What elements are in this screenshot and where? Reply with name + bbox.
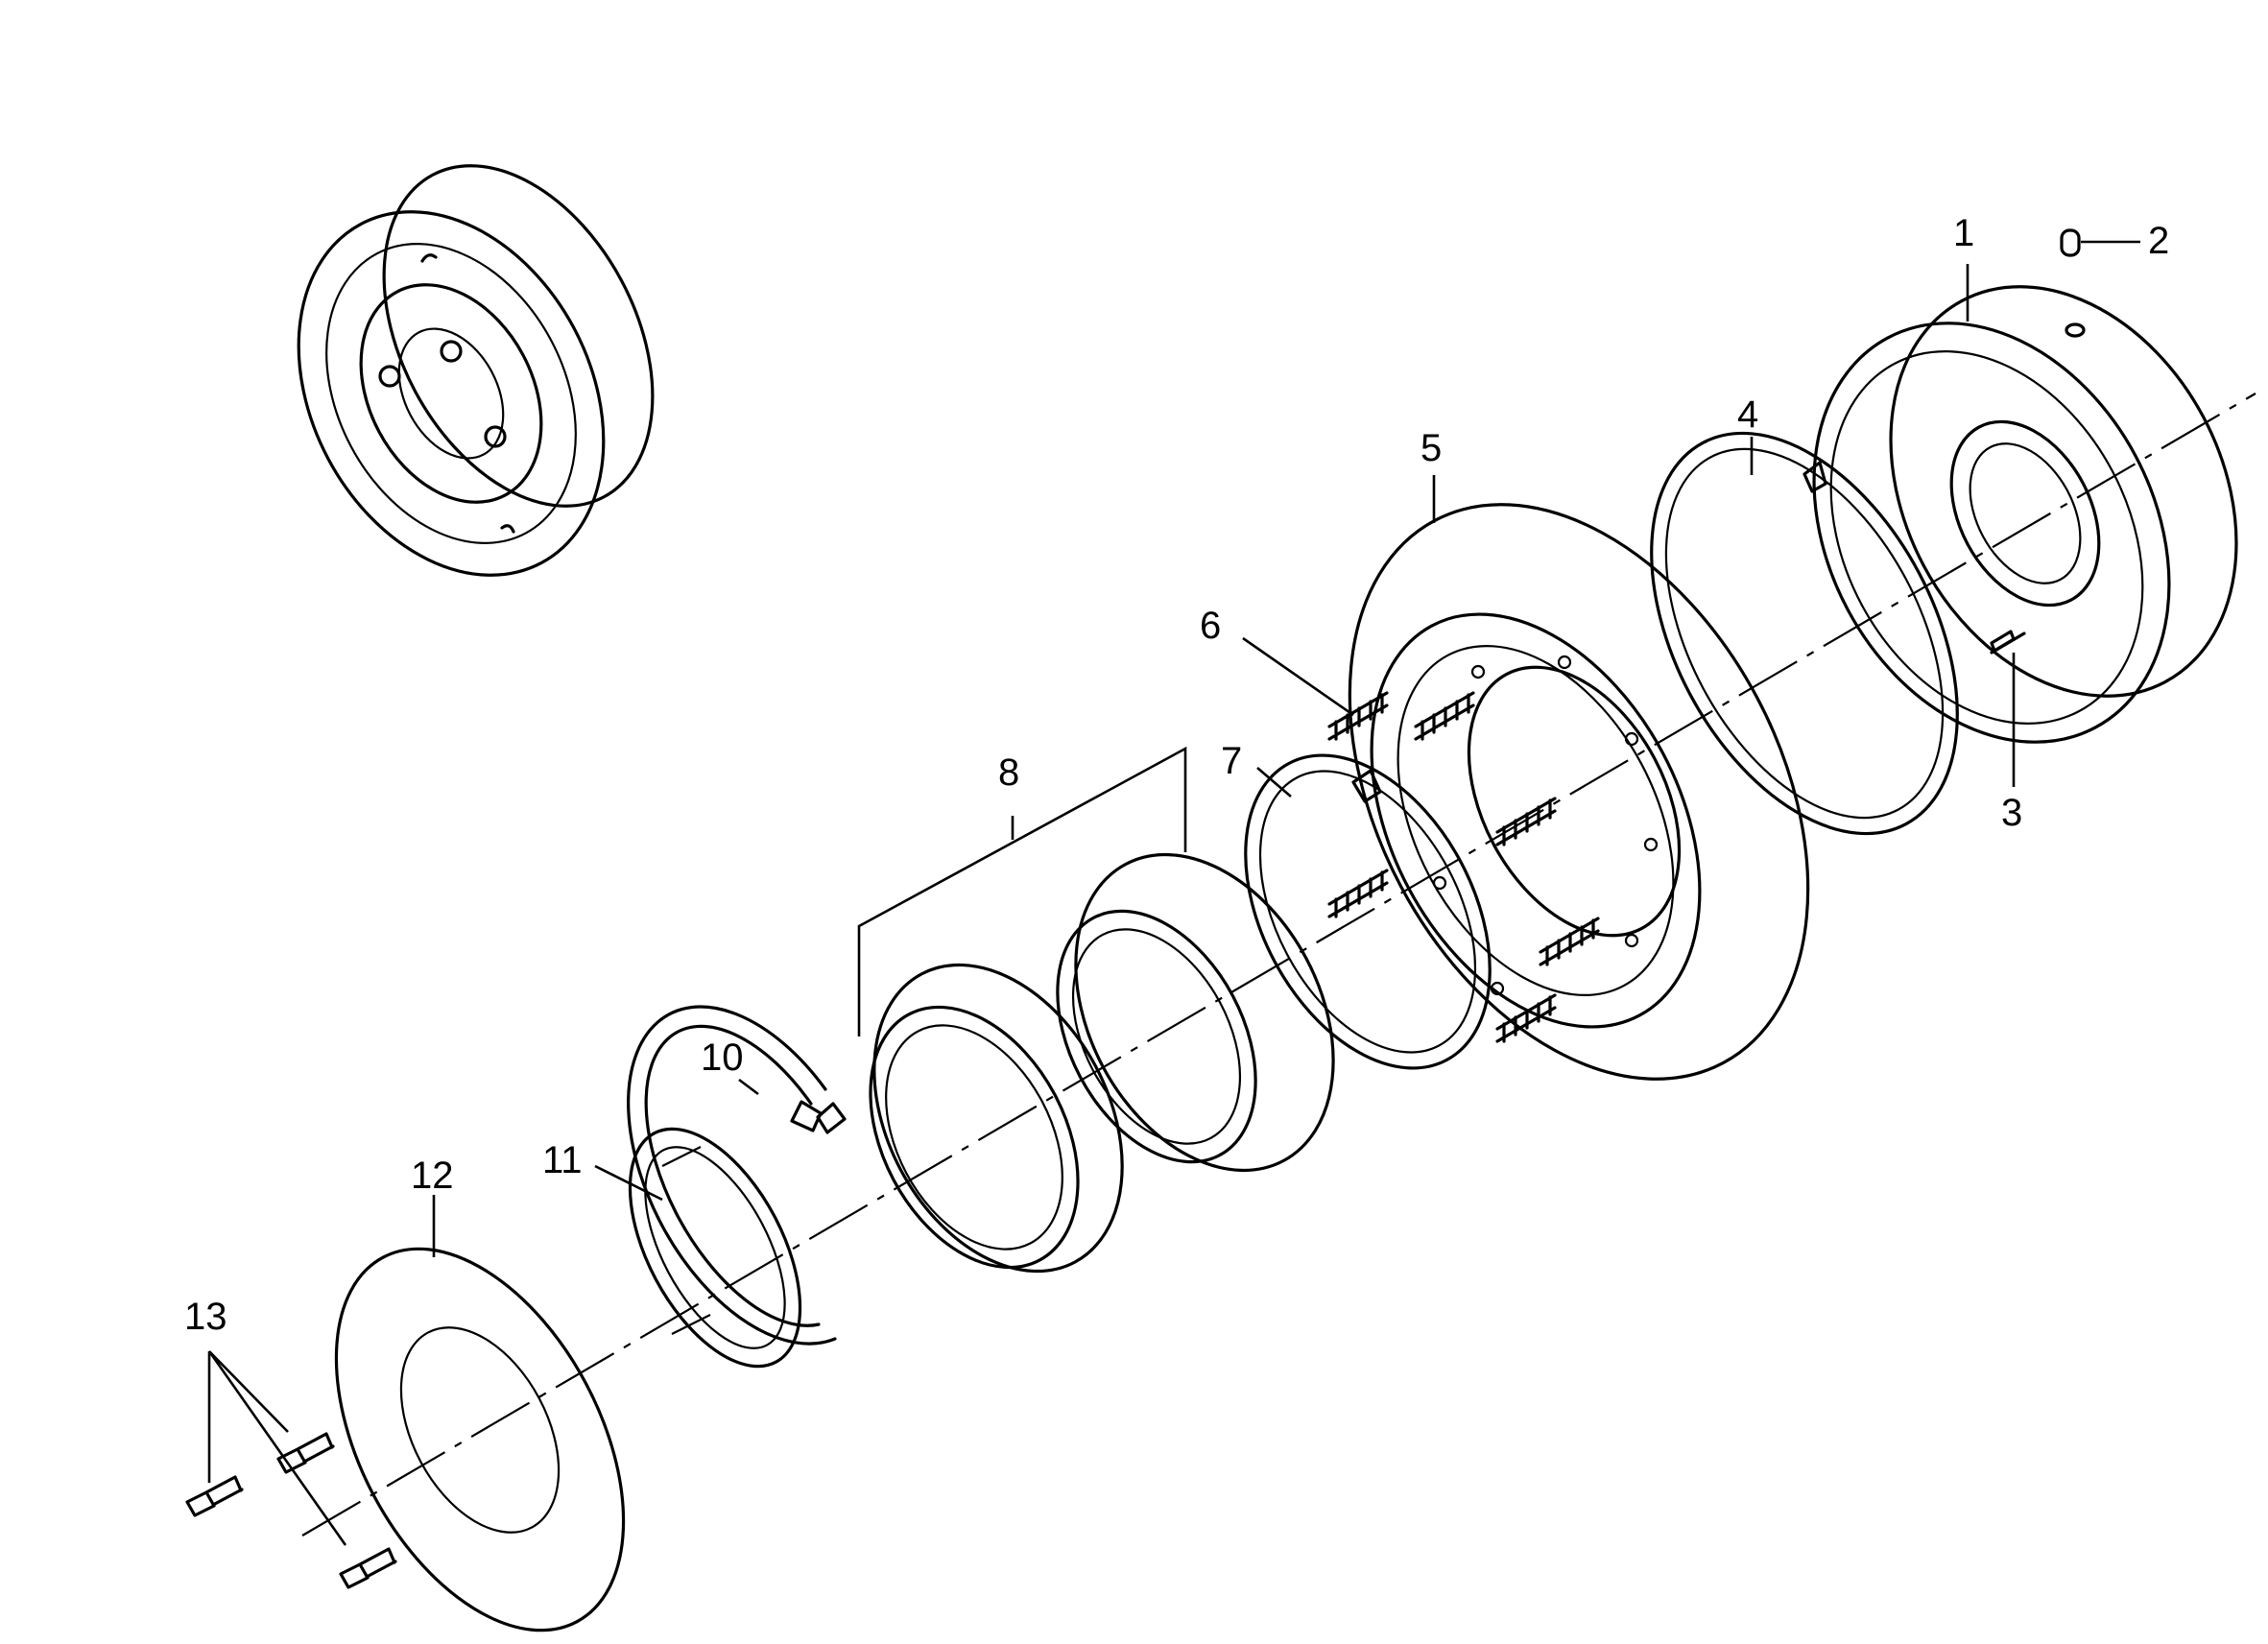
callout-2: 2 xyxy=(2148,220,2169,262)
assembled-unit xyxy=(297,164,655,577)
part-6-springs xyxy=(1327,691,1600,1043)
callout-3: 3 xyxy=(2001,792,2022,834)
centre-axis xyxy=(301,393,2256,1537)
part-7-split-ring xyxy=(1244,753,1492,1070)
callout-13: 13 xyxy=(184,1296,227,1338)
callout-11: 11 xyxy=(542,1139,583,1181)
callout-4: 4 xyxy=(1737,393,1758,436)
part-12-cover-plate xyxy=(334,1247,626,1632)
part-3-dowel xyxy=(1990,631,2026,655)
callout-1: 1 xyxy=(1953,212,1974,254)
callout-labels: 1 2 3 4 5 6 7 8 10 11 12 13 xyxy=(184,212,2169,1338)
part-11-roller-cage xyxy=(628,1127,802,1369)
part-4-split-ring xyxy=(1650,431,1959,836)
callout-7: 7 xyxy=(1221,740,1242,782)
callout-8: 8 xyxy=(998,751,1019,794)
part-5-flanged-hub xyxy=(1348,503,1810,1081)
part-10-circlip xyxy=(627,1005,847,1346)
callout-6: 6 xyxy=(1200,605,1221,647)
callout-5: 5 xyxy=(1420,427,1442,469)
part-1-housing xyxy=(1812,285,2238,744)
part-8-ring-assembly xyxy=(869,852,1335,1274)
callout-12: 12 xyxy=(411,1155,454,1197)
part-2-plug xyxy=(2060,228,2081,257)
part-13-screws xyxy=(185,1432,397,1589)
callout-10: 10 xyxy=(701,1036,744,1079)
leader-lines xyxy=(207,240,2140,1546)
